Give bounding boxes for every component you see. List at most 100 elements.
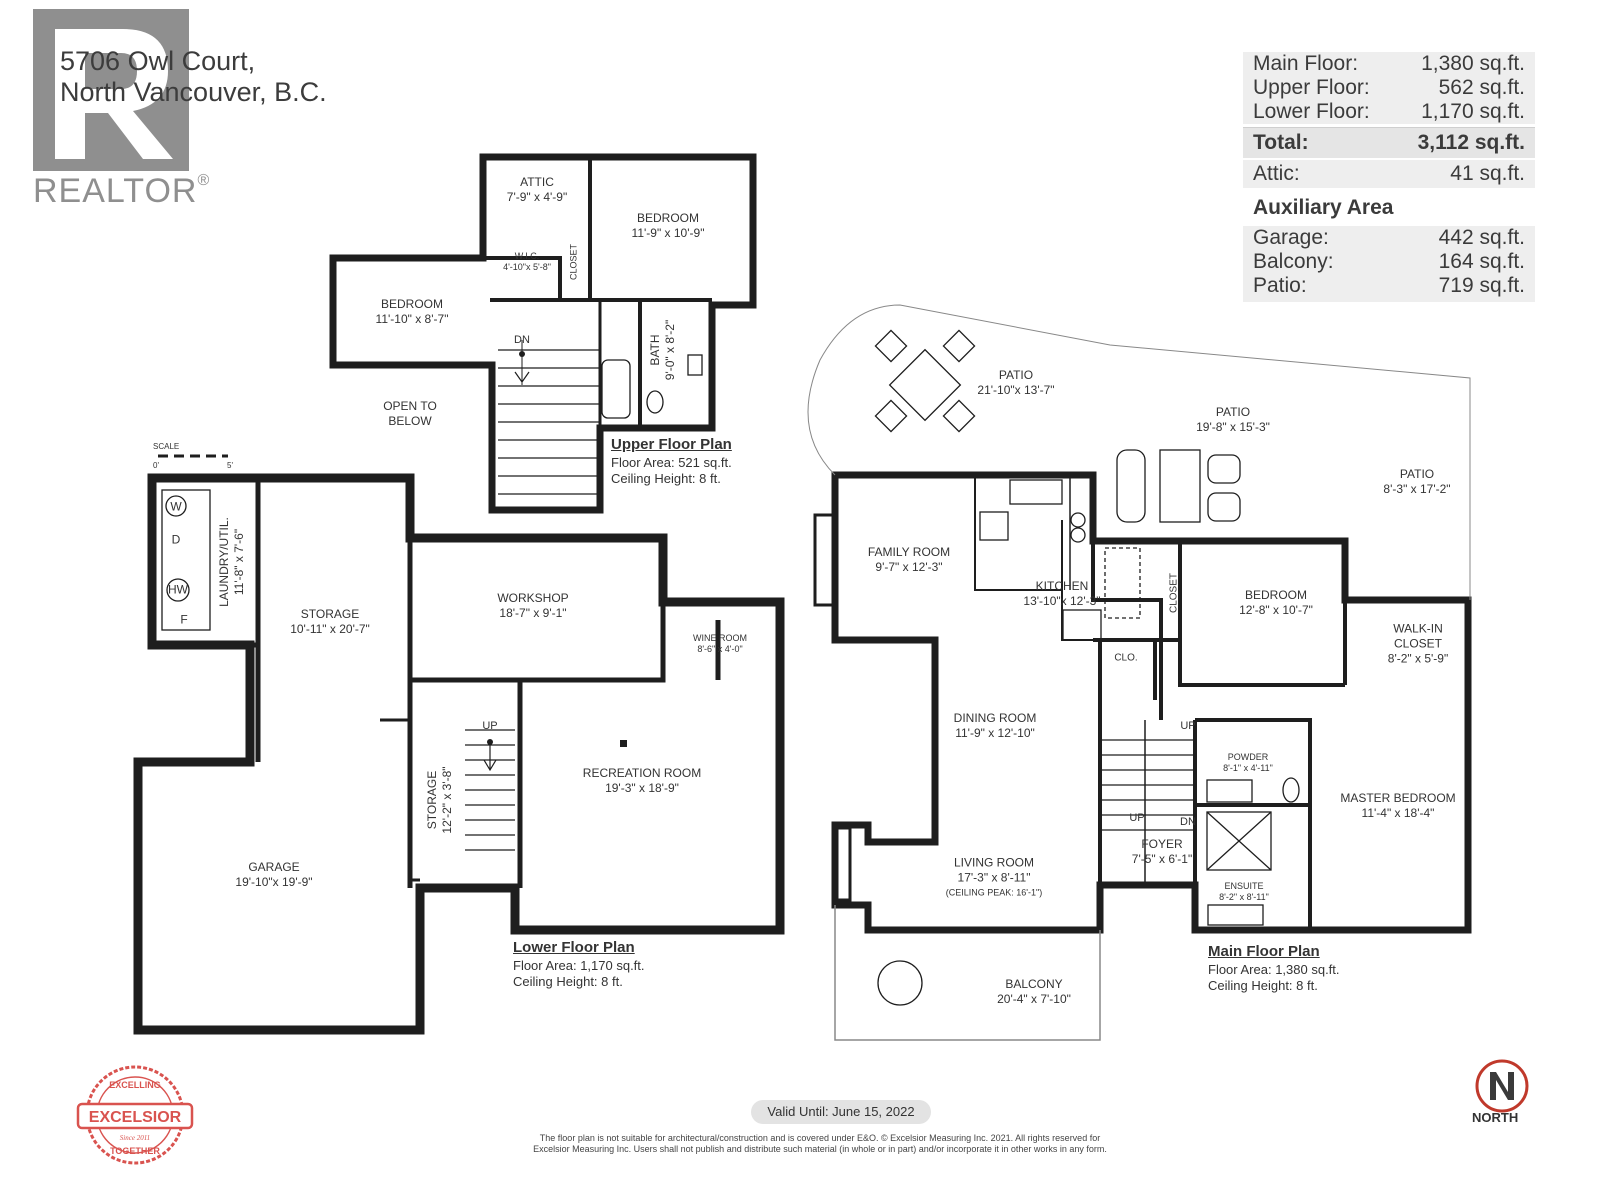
ensuite-fixtures bbox=[1206, 777, 1300, 926]
room-name: BEDROOM bbox=[636, 211, 700, 225]
area-label: Upper Floor: bbox=[1253, 76, 1370, 99]
area-label: Lower Floor: bbox=[1253, 100, 1370, 123]
open-to-below: OPEN TO BELOW bbox=[383, 399, 437, 429]
area-row-lower: Lower Floor: 1,170 sq.ft. bbox=[1243, 100, 1535, 124]
room-living: LIVING ROOM 17'-3" x 8'-11" (CEILING PEA… bbox=[946, 856, 1042, 901]
room-wic: W.I.C. 4'-10"x 5'-8" bbox=[503, 251, 551, 273]
room-dims: 19'-8" x 15'-3" bbox=[1196, 420, 1270, 434]
area-value: 562 sq.ft. bbox=[1438, 76, 1525, 99]
room-dining: DINING ROOM 11'-9" x 12'-10" bbox=[954, 711, 1037, 741]
upper-floor-plan-info: Upper Floor Plan Floor Area: 521 sq.ft. … bbox=[611, 437, 732, 487]
plan-title: Main Floor Plan bbox=[1208, 943, 1320, 960]
area-value: 3,112 sq.ft. bbox=[1417, 131, 1525, 154]
balcony-outline bbox=[834, 905, 1101, 1041]
room-laundry: LAUNDRY/UTIL. 11'-8" x 7'-6" bbox=[217, 517, 247, 607]
room-master-bedroom: MASTER BEDROOM 11'-4" x 18'-4" bbox=[1340, 791, 1455, 821]
scale-start: 0' bbox=[153, 461, 159, 470]
plan-area: Floor Area: 521 sq.ft. bbox=[611, 455, 732, 470]
address-line-2: North Vancouver, B.C. bbox=[60, 77, 327, 107]
room-dims: 8'-2" x 5'-9" bbox=[1387, 651, 1449, 666]
area-value: 719 sq.ft. bbox=[1438, 274, 1525, 297]
scale-indicator: SCALE 0' 5' bbox=[153, 442, 233, 470]
room-family: FAMILY ROOM 9'-7" x 12'-3" bbox=[868, 545, 950, 575]
stair-markers bbox=[487, 351, 627, 747]
room-dims: 10'-11" x 20'-7" bbox=[290, 622, 370, 636]
room-name: MASTER BEDROOM bbox=[1340, 791, 1456, 805]
room-dims: 13'-10"x 12'-3" bbox=[1023, 594, 1101, 608]
patio-table-set bbox=[874, 329, 976, 433]
property-address: 5706 Owl Court, North Vancouver, B.C. bbox=[60, 46, 327, 108]
room-note: (CEILING PEAK: 16'-1") bbox=[945, 887, 1043, 898]
room-dims: 17'-3" x 8'-11" bbox=[957, 870, 1031, 885]
room-dims: 18'-7" x 9'-1" bbox=[499, 606, 567, 620]
stair-up-label-foyer: UP bbox=[1129, 812, 1145, 824]
area-value: 1,170 sq.ft. bbox=[1421, 100, 1525, 123]
room-garage: GARAGE 19'-10"x 19'-9" bbox=[235, 860, 312, 890]
plan-area: Floor Area: 1,380 sq.ft. bbox=[1208, 962, 1340, 977]
main-floor-plan-info: Main Floor Plan Floor Area: 1,380 sq.ft.… bbox=[1208, 944, 1340, 994]
area-label: Total: bbox=[1253, 131, 1309, 154]
room-main-bedroom: BEDROOM 12'-8" x 10'-7" bbox=[1239, 588, 1313, 618]
lower-stairs bbox=[465, 729, 515, 851]
furnace-icon: F bbox=[180, 612, 188, 627]
area-label: Main Floor: bbox=[1253, 52, 1359, 75]
room-name: BEDROOM bbox=[380, 297, 444, 311]
kitchen-fixtures bbox=[979, 479, 1141, 641]
area-row-garage: Garage:442 sq.ft. bbox=[1243, 226, 1535, 250]
room-name: FAMILY ROOM bbox=[867, 545, 951, 559]
upper-floor-walls bbox=[329, 153, 757, 514]
room-name: LAUNDRY/UTIL. bbox=[217, 517, 231, 607]
room-name: ATTIC bbox=[520, 175, 554, 189]
room-dims: 9'-0" x 8'-2" bbox=[663, 319, 677, 381]
room-upper-bedroom-2: BEDROOM 11'-10" x 8'-7" bbox=[376, 297, 449, 327]
room-name: OPEN TO bbox=[383, 399, 437, 413]
room-balcony: BALCONY 20'-4" x 7'-10" bbox=[997, 977, 1071, 1007]
patio-outline bbox=[807, 304, 1471, 600]
room-dims: 11'-9" x 12'-10" bbox=[955, 726, 1035, 740]
room-name: CLOSET bbox=[1168, 572, 1180, 614]
room-patio-1: PATIO 21'-10"x 13'-7" bbox=[977, 368, 1054, 398]
room-dims: 7'-9" x 4'-9" bbox=[506, 190, 568, 204]
stair-dn-label: DN bbox=[514, 334, 530, 346]
room-dims: 8'-1" x 4'-11" bbox=[1223, 763, 1273, 773]
washer-icon: W bbox=[170, 499, 182, 514]
room-workshop: WORKSHOP 18'-7" x 9'-1" bbox=[497, 591, 568, 621]
room-name: PATIO bbox=[998, 368, 1034, 382]
room-name: BALCONY bbox=[1005, 977, 1063, 991]
area-label: Balcony: bbox=[1253, 250, 1334, 273]
realtor-logo-mark bbox=[33, 9, 189, 171]
room-dims: 8'-2" x 8'-11" bbox=[1219, 892, 1269, 902]
excelsior-since: Since 2011 bbox=[120, 1134, 150, 1142]
realtor-logo-text: REALTOR® bbox=[33, 172, 210, 211]
room-name-line-2: CLOSET bbox=[1393, 636, 1442, 651]
room-dims: 12'-8" x 10'-7" bbox=[1239, 603, 1313, 617]
room-name: WORKSHOP bbox=[497, 591, 569, 605]
room-upper-bedroom-1: BEDROOM 11'-9" x 10'-9" bbox=[632, 211, 705, 241]
room-patio-3: PATIO 8'-3" x 17'-2" bbox=[1383, 467, 1450, 497]
laundry-fixtures bbox=[161, 489, 211, 631]
north-arrow-icon bbox=[1475, 1059, 1529, 1113]
room-name-line-2: BELOW bbox=[388, 414, 432, 428]
scale-end: 5' bbox=[227, 461, 233, 470]
room-dims: 19'-3" x 18'-9" bbox=[605, 781, 679, 795]
room-storage-2: STORAGE 12'-2" x 3'-8" bbox=[425, 766, 455, 833]
room-dims: 8'-6" x 4'-0" bbox=[697, 644, 743, 654]
room-name: STORAGE bbox=[300, 607, 360, 621]
excelsior-top-text: EXCELLING bbox=[109, 1080, 161, 1090]
room-dims: 20'-4" x 7'-10" bbox=[997, 992, 1071, 1006]
room-name: PATIO bbox=[1215, 405, 1251, 419]
area-row-main: Main Floor:1,380 sq.ft. bbox=[1243, 52, 1535, 76]
fireplace-family bbox=[813, 513, 852, 902]
room-name: POWDER bbox=[1227, 752, 1269, 762]
plan-area: Floor Area: 1,170 sq.ft. bbox=[513, 958, 645, 973]
plan-ceiling: Ceiling Height: 8 ft. bbox=[1208, 978, 1318, 993]
excelsior-badge: EXCELSIOR EXCELLING Since 2011 TOGETHER bbox=[76, 1065, 194, 1165]
powder-fixtures bbox=[1206, 779, 1253, 803]
room-name: LIVING ROOM bbox=[953, 855, 1035, 870]
upper-stairs bbox=[498, 340, 600, 495]
room-dims: 12'-2" x 3'-8" bbox=[440, 766, 454, 834]
room-name: BEDROOM bbox=[1244, 588, 1307, 602]
room-wine: WINE ROOM 8'-6" x 4'-0" bbox=[693, 633, 747, 655]
room-name: ENSUITE bbox=[1224, 881, 1264, 891]
